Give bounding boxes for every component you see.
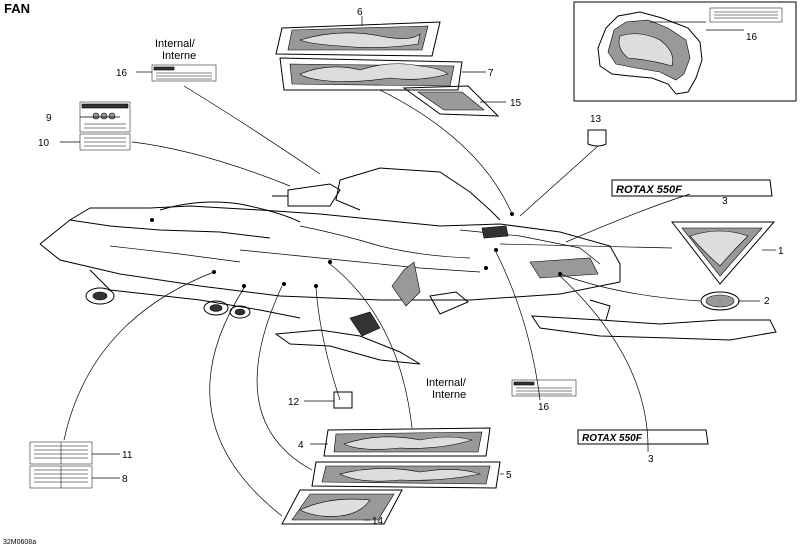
- leader-lines: [60, 16, 776, 521]
- callout-5: 5: [506, 470, 512, 481]
- callout-16-top: 16: [116, 68, 128, 79]
- snowmobile-body: [39, 167, 777, 365]
- callout-13: 13: [590, 114, 602, 125]
- callout-2: 2: [764, 296, 770, 307]
- callout-1: 1: [778, 246, 784, 257]
- warning-label-16-bottom: [511, 379, 577, 397]
- callout-3-top: 3: [722, 196, 728, 207]
- diagram-title: FAN: [4, 1, 30, 16]
- decal-1: [670, 221, 776, 285]
- label-10: [79, 133, 131, 151]
- label-8: [29, 465, 93, 489]
- decal-14: [281, 489, 403, 525]
- warning-label-16-top: [151, 64, 217, 82]
- decal-6: [275, 21, 441, 57]
- engine-badge-text-b: ROTAX 550F: [582, 433, 643, 444]
- engine-badge-3-top: ROTAX 550F: [611, 179, 773, 197]
- callout-12: 12: [288, 397, 300, 408]
- callout-10: 10: [38, 138, 50, 149]
- inset-panel: [573, 1, 797, 102]
- diagram-code: 32M0608a: [3, 539, 36, 546]
- decal-4: [323, 427, 491, 457]
- decal-13: [587, 129, 607, 147]
- engine-badge-text: ROTAX 550F: [616, 184, 682, 196]
- engine-badge-3-bottom: ROTAX 550F: [577, 429, 709, 445]
- label-11: [29, 441, 93, 465]
- callout-14: 14: [372, 516, 384, 527]
- callout-11: 11: [122, 450, 133, 461]
- callout-numbers: 1 2 3 3 4 5 6 7 8 9 10 11 12 13 14 15 16…: [38, 7, 784, 527]
- label-9: [79, 101, 131, 133]
- callout-6: 6: [357, 7, 363, 18]
- decal-12: [333, 391, 353, 409]
- callout-16-bottom: 16: [538, 402, 550, 413]
- emblem-2: [700, 291, 740, 311]
- callout-16-inset: 16: [746, 32, 758, 43]
- callout-4: 4: [298, 440, 304, 451]
- internal-label-top-1: Internal/: [155, 38, 196, 50]
- decal-5: [311, 461, 501, 489]
- callout-7: 7: [488, 68, 494, 79]
- decal-7: [279, 57, 463, 91]
- callout-8: 8: [122, 474, 128, 485]
- internal-label-bottom-1: Internal/: [426, 377, 467, 389]
- decal-15: [402, 85, 500, 117]
- callout-3-bottom: 3: [648, 454, 654, 465]
- callout-9: 9: [46, 113, 52, 124]
- callout-15: 15: [510, 98, 522, 109]
- internal-label-bottom-2: Interne: [432, 389, 466, 401]
- internal-label-top-2: Interne: [162, 50, 196, 62]
